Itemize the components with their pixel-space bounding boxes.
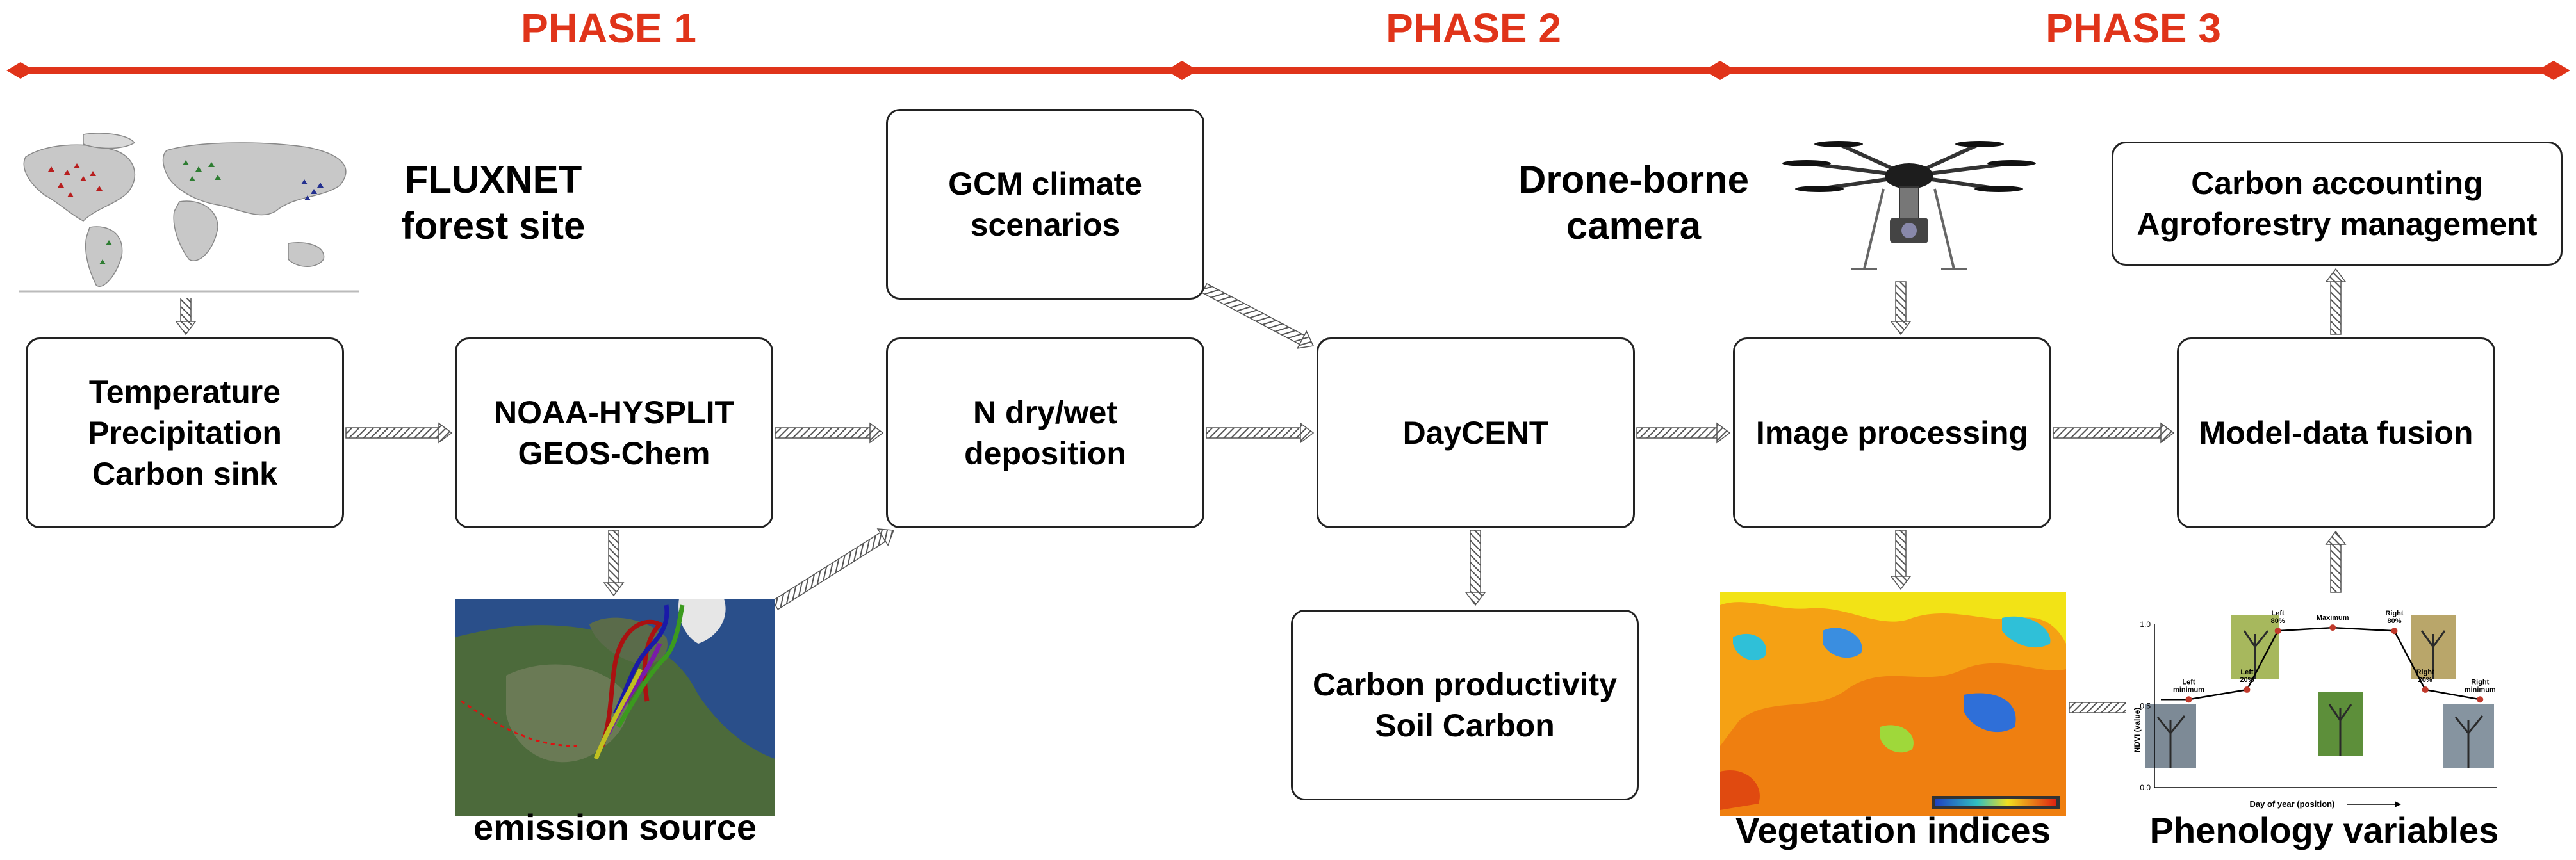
n-deposition-box: N dry/wet deposition [886, 337, 1204, 528]
arrow-temperature-to-noaa [345, 422, 453, 444]
carbon-productivity-box: Carbon productivity Soil Carbon [1291, 610, 1639, 800]
arrow-fusion-to-accounting [2325, 268, 2347, 335]
phenology-xlabel: Day of year (position) [2250, 799, 2335, 809]
phenology-ylabel: NDVI (value) [2133, 708, 2142, 753]
arrow-gcm-to-daycent [1201, 282, 1315, 349]
phenology-point-label: Maximum [2317, 614, 2349, 622]
noaa-hysplit-box-label: NOAA-HYSPLIT GEOS-Chem [494, 394, 734, 471]
temperature-box-label: Temperature Precipitation Carbon sink [88, 374, 282, 492]
emission-caption: emission source [473, 807, 757, 847]
phenology-point [2391, 628, 2398, 635]
model-data-fusion-box-label: Model-data fusion [2199, 415, 2473, 451]
timeline-marker-end [2537, 61, 2570, 80]
phenology-point [2422, 686, 2429, 693]
phase-1-label: PHASE 1 [521, 5, 696, 51]
arrow-image-to-fusion [2053, 422, 2175, 444]
carbon-accounting-box: Carbon accounting Agroforestry managemen… [2112, 142, 2563, 266]
vegetation-indices-map [1720, 592, 2066, 816]
arrow-ndep-to-daycent [1206, 422, 1315, 444]
phase-2-label: PHASE 2 [1386, 5, 1561, 51]
drone-caption: Drone-borne camera [1518, 158, 1749, 247]
phenology-point [2274, 628, 2281, 635]
phase-3-label: PHASE 3 [2046, 5, 2221, 51]
arrow-daycent-to-carbon [1464, 530, 1486, 606]
arrow-noaa-to-emission [603, 530, 625, 597]
gcm-scenarios-box: GCM climate scenarios [886, 109, 1204, 300]
n-deposition-box-label: N dry/wet deposition [964, 394, 1126, 471]
carbon-accounting-box-label: Carbon accounting Agroforestry managemen… [2137, 165, 2538, 242]
drone-image [1782, 141, 2036, 270]
phenology-ytick: 0.5 [2140, 702, 2151, 711]
phenology-ytick: 0.0 [2140, 783, 2151, 792]
phenology-point [2329, 624, 2336, 631]
phenology-ytick: 1.0 [2140, 620, 2151, 629]
phase-timeline [6, 61, 2570, 80]
phenology-curve [2161, 626, 2481, 701]
model-data-fusion-box: Model-data fusion [2177, 337, 2495, 528]
timeline-marker-phase2 [1166, 61, 1198, 80]
noaa-hysplit-box: NOAA-HYSPLIT GEOS-Chem [455, 337, 773, 528]
timeline-marker-phase3 [1704, 61, 1736, 80]
phenology-point [2244, 686, 2251, 693]
image-processing-box-label: Image processing [1755, 415, 2029, 451]
arrow-phenology-to-fusion [2325, 530, 2347, 593]
daycent-box-label: DayCENT [1402, 415, 1549, 451]
phenology-point [2185, 696, 2192, 703]
arrow-drone-to-image [1890, 281, 1912, 336]
arrow-noaa-to-ndep [775, 422, 884, 444]
arrow-emission-to-ndep [771, 528, 895, 610]
emission-source-map [455, 599, 775, 816]
gcm-scenarios-box-label: GCM climate scenarios [948, 166, 1142, 243]
phenology-point [2477, 696, 2484, 703]
fluxnet-world-map [6, 131, 372, 298]
temperature-box: Temperature Precipitation Carbon sink [26, 337, 344, 528]
image-processing-box: Image processing [1733, 337, 2051, 528]
fluxnet-caption: FLUXNET forest site [401, 158, 586, 247]
daycent-box: DayCENT [1317, 337, 1635, 528]
arrow-daycent-to-image [1636, 422, 1731, 444]
arrow-image-to-vegetation [1890, 530, 1912, 590]
carbon-productivity-box-label: Carbon productivity Soil Carbon [1312, 667, 1618, 743]
phenology-x-arrowhead [2395, 801, 2401, 807]
timeline-marker-start [6, 62, 35, 79]
vegetation-caption: Vegetation indices [1735, 810, 2051, 850]
phenology-caption: Phenology variables [2149, 810, 2499, 850]
